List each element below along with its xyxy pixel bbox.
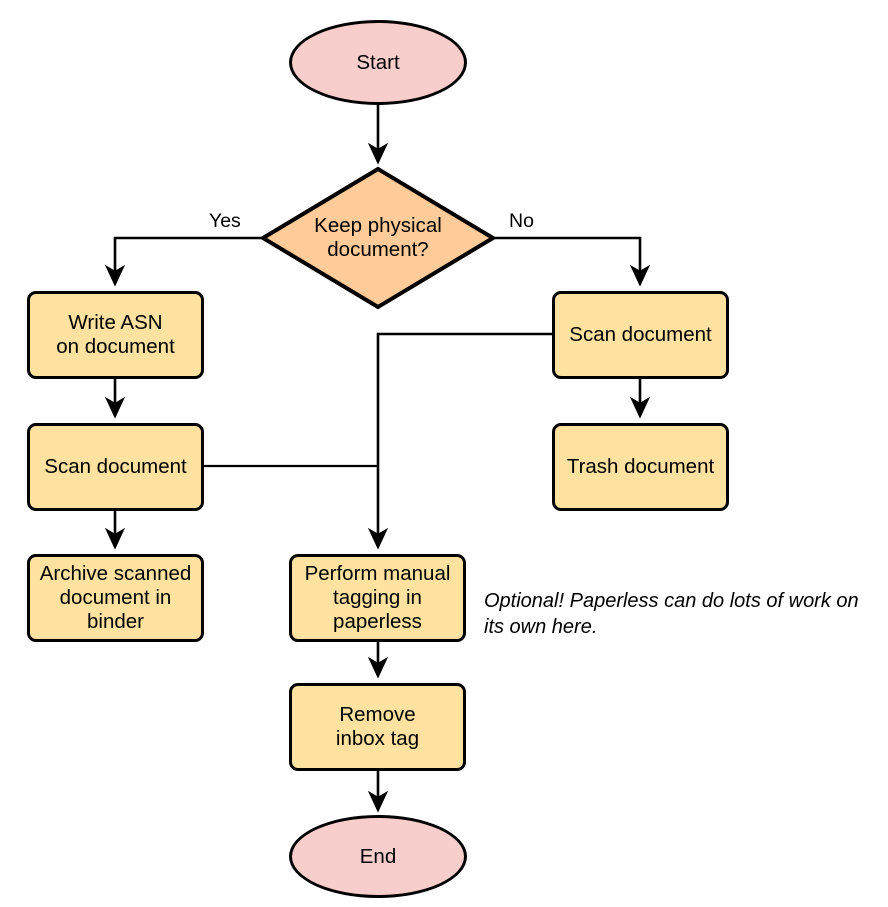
- node-decision-keep-physical-document[interactable]: Keep physical document?: [263, 169, 493, 307]
- node-scan-document-left-label: Scan document: [44, 455, 187, 479]
- node-start[interactable]: Start: [289, 20, 467, 105]
- edge-label-yes: Yes: [209, 210, 241, 232]
- node-decision-label: Keep physical document?: [314, 214, 442, 261]
- node-manual-tagging-label: Perform manual tagging in paperless: [304, 562, 451, 633]
- node-scan-document-right[interactable]: Scan document: [552, 291, 729, 379]
- node-write-asn-label: Write ASN on document: [56, 311, 175, 358]
- node-trash-document[interactable]: Trash document: [552, 423, 729, 511]
- node-perform-manual-tagging-in-paperless[interactable]: Perform manual tagging in paperless: [289, 554, 466, 642]
- node-end-label: End: [359, 844, 397, 868]
- edge-decision-yes-to-write-asn: [104, 236, 263, 287]
- node-archive-binder-label: Archive scanned document in binder: [39, 562, 192, 633]
- node-start-label: Start: [356, 50, 400, 74]
- node-archive-scanned-document-in-binder[interactable]: Archive scanned document in binder: [27, 554, 204, 642]
- node-scan-document-right-label: Scan document: [569, 323, 712, 347]
- decision-diamond-shape: [259, 166, 497, 310]
- edge-label-no: No: [509, 210, 534, 232]
- node-end[interactable]: End: [289, 815, 467, 898]
- node-remove-inbox-tag-label: Remove inbox tag: [335, 703, 420, 750]
- node-remove-inbox-tag[interactable]: Remove inbox tag: [289, 683, 466, 771]
- edge-decision-no-to-scan-right: [493, 236, 651, 287]
- annotation-optional-note: Optional! Paperless can do lots of work …: [484, 590, 859, 638]
- node-scan-document-left[interactable]: Scan document: [27, 423, 204, 511]
- node-write-asn-on-document[interactable]: Write ASN on document: [27, 291, 204, 379]
- edge-scan-right-to-manual-tagging: [367, 332, 552, 550]
- node-trash-document-label: Trash document: [566, 455, 715, 479]
